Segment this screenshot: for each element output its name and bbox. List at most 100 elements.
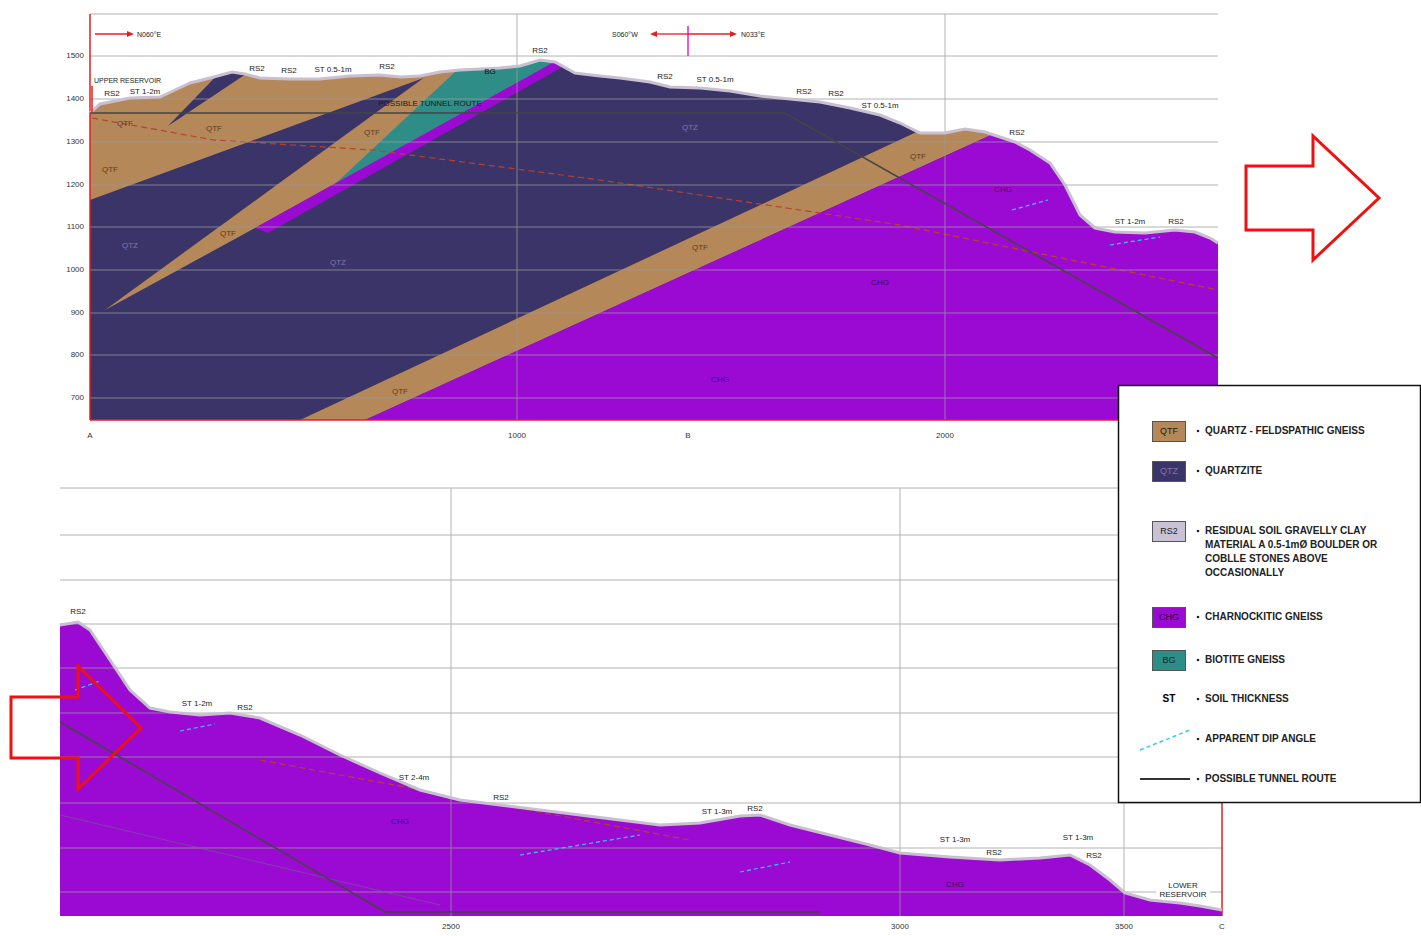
soil-label: RS2 <box>104 90 120 98</box>
soil-thickness: ST 1-3m <box>702 808 733 816</box>
reservoir-marker <box>91 86 93 113</box>
soil-label: RS2 <box>379 63 395 71</box>
legend-box <box>1119 386 1421 803</box>
arrow-head <box>730 31 737 37</box>
soil-label: RS2 <box>1086 852 1102 860</box>
soil-label: RS2 <box>281 67 297 75</box>
swatch-label: QTF <box>1160 427 1178 436</box>
unit-label: CHG <box>871 279 889 287</box>
soil-label: RS2 <box>249 65 265 73</box>
legend-text: RESIDUAL SOIL GRAVELLY CLAY MATERIAL A 0… <box>1205 524 1385 580</box>
soil-label: RS2 <box>493 794 509 802</box>
unit-label: QTF <box>220 230 236 238</box>
legend-tunnel-sample <box>1140 778 1190 780</box>
charnockitic-gneiss <box>60 600 1222 916</box>
frame-left <box>89 14 91 420</box>
soil-thickness: ST 1-2m <box>182 700 213 708</box>
grid-top <box>90 14 1218 420</box>
legend-dip-sample <box>1140 730 1190 750</box>
elevation-tick: 800 <box>71 351 84 359</box>
soil-thickness: ST 1-3m <box>1063 834 1094 842</box>
legend-text: QUARTZ - FELDSPATHIC GNEISS <box>1205 424 1385 438</box>
section-point: B <box>685 432 690 440</box>
section-bend-marker <box>687 26 689 56</box>
dip-line <box>1110 237 1160 245</box>
soil-label: RS2 <box>1009 129 1025 137</box>
soil-label: RS2 <box>1168 218 1184 226</box>
unit-label: CHG <box>946 881 964 889</box>
distance-tick: 3000 <box>891 923 909 931</box>
swatch-label: CHG <box>1159 613 1179 622</box>
direction-arrow <box>657 33 688 34</box>
soil-thickness: ST 0.5-1m <box>314 66 351 74</box>
direction-label: N033°E <box>741 31 765 38</box>
direction-label: N060°E <box>137 31 161 38</box>
tunnel-route <box>90 113 1218 358</box>
unit-label: QTZ <box>682 124 698 132</box>
unit-label: CHG <box>994 186 1012 194</box>
dip-line <box>740 862 790 872</box>
unit-label: QTF <box>910 153 926 161</box>
dip-line <box>520 835 640 855</box>
distance-tick: 2500 <box>442 923 460 931</box>
soil-thickness: ST 1-2m <box>130 88 161 96</box>
soil-label: RS2 <box>796 88 812 96</box>
distance-tick: 1000 <box>508 432 526 440</box>
chg-band <box>255 56 582 233</box>
dip-line <box>180 724 215 731</box>
charnockitic-gneiss <box>365 0 1300 420</box>
legend-text: POSSIBLE TUNNEL ROUTE <box>1205 772 1385 786</box>
place-label: UPPER RESERVOIR <box>94 77 161 84</box>
elevation-tick: 1300 <box>66 138 84 146</box>
elevation-tick: 700 <box>71 394 84 402</box>
soil-thickness: ST 2-4m <box>399 774 430 782</box>
elevation-tick: 1400 <box>66 95 84 103</box>
soil-label: RS2 <box>237 704 253 712</box>
soil-label: RS2 <box>747 805 763 813</box>
continuation-arrow <box>1246 136 1379 260</box>
elevation-tick: 1500 <box>66 52 84 60</box>
unit-label: CHG <box>711 376 729 384</box>
geology-top <box>90 0 1300 420</box>
soil-label: RS2 <box>532 47 548 55</box>
elevation-tick: 900 <box>71 309 84 317</box>
soil-label: RS2 <box>828 90 844 98</box>
residual-soil <box>90 60 1218 243</box>
residual-soil <box>60 622 1222 910</box>
tunnel-label: POSSIBLE TUNNEL ROUTE <box>378 100 482 108</box>
continuation-arrow <box>11 666 141 789</box>
qtf-wedge <box>105 56 565 310</box>
legend-text: CHARNOCKITIC GNEISS <box>1205 610 1385 624</box>
alt-tunnel-dashed <box>260 760 690 840</box>
soil-thickness: ST 0.5-1m <box>861 102 898 110</box>
geology-bottom <box>60 600 1222 916</box>
elevation-tick: 1000 <box>66 266 84 274</box>
swatch-label: BG <box>1162 656 1175 665</box>
swatch-label: ST <box>1163 694 1176 704</box>
arrow-head <box>650 31 657 37</box>
section-point: C <box>1219 923 1225 931</box>
soil-label: RS2 <box>70 608 86 616</box>
direction-label: S060°W <box>612 31 638 38</box>
tunnel-route <box>60 722 820 912</box>
unit-label: QTF <box>206 125 222 133</box>
swatch-label: QTZ <box>1160 467 1178 476</box>
place-label: LOWER RESERVOIR <box>1156 881 1210 899</box>
legend-text: APPARENT DIP ANGLE <box>1205 732 1385 746</box>
unit-label: QTF <box>102 166 118 174</box>
unit-label: QTF <box>364 129 380 137</box>
legend-text: QUARTZITE <box>1205 464 1385 478</box>
grid-bottom <box>60 488 1222 916</box>
unit-label: QTF <box>117 120 133 128</box>
soil-thickness: ST 0.5-1m <box>696 76 733 84</box>
unit-label: QTF <box>392 388 408 396</box>
soil-label: RS2 <box>986 849 1002 857</box>
unit-label: CHG <box>391 818 409 826</box>
frame-bottom <box>90 419 1218 421</box>
unit-label: QTZ <box>122 242 138 250</box>
unit-label: BG <box>484 68 496 76</box>
unit-label: QTF <box>692 244 708 252</box>
legend-text: SOIL THICKNESS <box>1205 692 1385 706</box>
elevation-tick: 1200 <box>66 181 84 189</box>
arrow-head <box>127 31 134 37</box>
